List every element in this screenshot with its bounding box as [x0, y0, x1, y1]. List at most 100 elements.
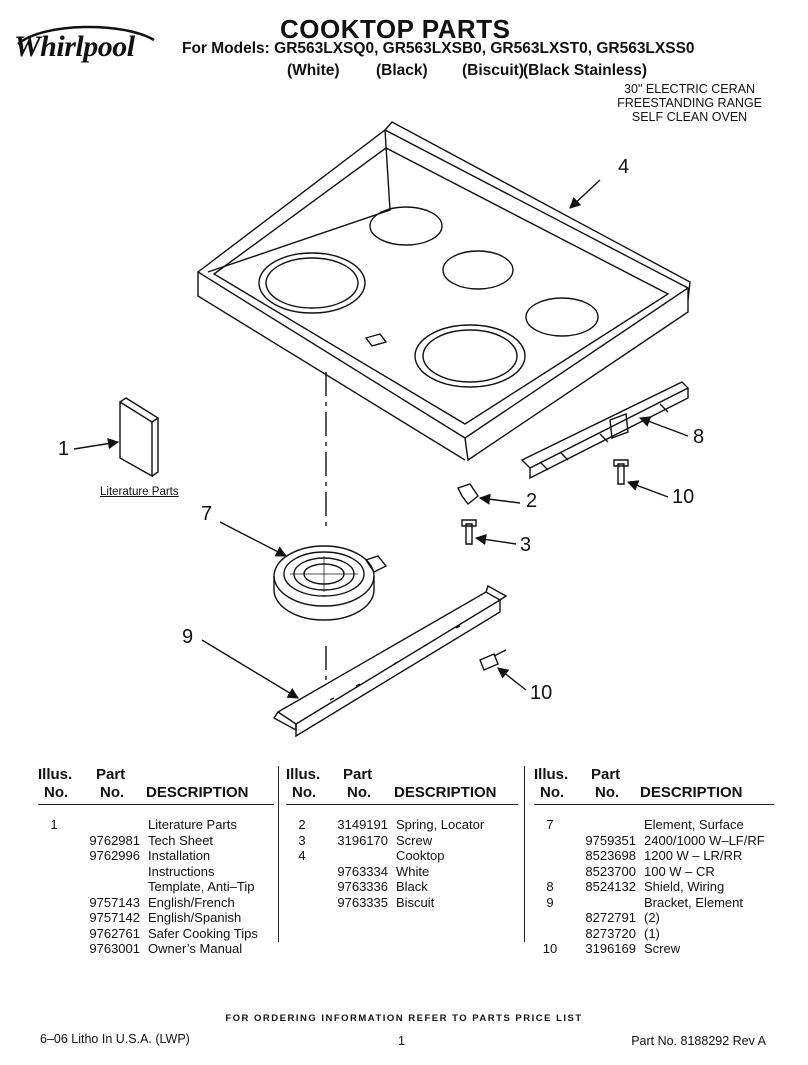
table-row: 4 Cooktop	[286, 848, 518, 864]
ordering-note: FOR ORDERING INFORMATION REFER TO PARTS …	[225, 1013, 583, 1024]
description: Element, Surface	[644, 817, 744, 832]
screw-part	[613, 459, 629, 485]
table-header: Illus. No. Part No. DESCRIPTION	[286, 766, 518, 805]
whirlpool-logo-swoosh	[17, 25, 155, 45]
document-part-number: Part No. 8188292 Rev A	[631, 1034, 766, 1048]
table-row: 9763335 Biscuit	[286, 895, 518, 911]
screw-part	[479, 649, 507, 671]
description: 1200 W – LR/RR	[644, 848, 743, 863]
callout-3: 3	[520, 534, 532, 556]
literature-label: Literature Parts	[100, 486, 179, 498]
callout-10: 10	[672, 486, 695, 508]
description: (2)	[644, 910, 660, 925]
table-row: 9762761 Safer Cooking Tips	[38, 926, 274, 942]
description: Black	[396, 879, 428, 894]
callout-10: 10	[530, 682, 553, 704]
description: Spring, Locator	[396, 817, 485, 832]
illus-no: 10	[542, 941, 558, 956]
table-row: 8523698 1200 W – LR/RR	[534, 848, 774, 864]
table-row: 8273720(1)	[534, 926, 774, 942]
description: Literature Parts	[148, 817, 237, 832]
illus-no: 4	[298, 848, 306, 863]
description: English/French	[148, 894, 235, 910]
callout-8: 8	[693, 426, 705, 448]
description: Bracket, Element	[644, 894, 743, 910]
description: Safer Cooking Tips	[148, 925, 258, 941]
finish-biscuit: (Biscuit)	[462, 62, 524, 79]
description: Instructions	[148, 863, 215, 879]
part-no: 8523698	[585, 848, 636, 863]
parts-table-column-3: Illus. No. Part No. DESCRIPTION 7 Element…	[534, 766, 774, 957]
litho-info: 6–06 Litho In U.S.A. (LWP)	[40, 1032, 190, 1046]
illus-no: 9	[546, 894, 554, 910]
description: Cooktop	[396, 848, 445, 863]
callout-7: 7	[201, 503, 213, 525]
description: Owner’s Manual	[148, 941, 243, 956]
literature-booklet	[119, 397, 160, 478]
wiring-shield-part	[520, 381, 690, 480]
part-no: 9763336	[337, 879, 388, 894]
description: Screw	[644, 941, 681, 956]
exploded-parts-diagram	[73, 121, 691, 738]
description: 100 W – CR	[644, 863, 715, 879]
part-no: 8272791	[585, 910, 636, 925]
table-row: 9763001 Owner’s Manual	[38, 941, 274, 957]
table-row: 9762996 Installation	[38, 848, 274, 864]
description: 2400/1000 W–LF/RF	[644, 832, 765, 848]
part-no: 9757143	[89, 894, 140, 910]
model-list: For Models: GR563LXSQ0, GR563LXSB0, GR56…	[182, 40, 695, 57]
description: White	[396, 863, 430, 879]
surface-element-part	[273, 545, 388, 621]
part-no: 9763001	[89, 941, 140, 956]
part-no: 9759351	[585, 832, 636, 848]
page-title: COOKTOP PARTS	[280, 14, 511, 44]
finish-black-stainless: (Black Stainless)	[523, 62, 648, 79]
spring-locator-part	[457, 483, 479, 505]
table-row: 10 3196169 Screw	[534, 941, 774, 957]
illus-no: 7	[546, 817, 554, 832]
table-row: 9757142 English/Spanish	[38, 910, 274, 926]
part-no: 3196169	[585, 941, 636, 956]
product-subtitle: 30" ELECTRIC CERAN FREESTANDING RANGE SE…	[617, 82, 762, 124]
illus-no: 2	[298, 817, 306, 832]
description: Screw	[396, 832, 433, 848]
brand-logo: Whirlpool	[14, 30, 135, 63]
element-bracket-part	[272, 584, 508, 738]
illus-no: 3	[298, 832, 306, 848]
finish-black: (Black)	[376, 62, 428, 79]
column-divider	[278, 766, 279, 942]
table-row: Template, Anti–Tip	[38, 879, 274, 895]
finish-white: (White)	[287, 62, 340, 79]
description: Installation	[148, 848, 211, 863]
part-no: 8524132	[585, 879, 636, 894]
part-no: 9757142	[89, 910, 140, 925]
part-no: 8273720	[585, 925, 636, 941]
table-header: Illus. No. Part No. DESCRIPTION	[534, 766, 774, 805]
part-no: 9762981	[89, 832, 140, 848]
part-no: 9762761	[89, 925, 140, 941]
table-row: 1 Literature Parts	[38, 817, 274, 833]
description: Biscuit	[396, 894, 435, 910]
callout-2: 2	[526, 490, 538, 512]
table-row: 9757143 English/French	[38, 895, 274, 911]
screw-part	[461, 519, 477, 545]
table-row: 8272791 (2)	[534, 910, 774, 926]
illus-no: 8	[546, 879, 554, 894]
table-row: 9759351 2400/1000 W–LF/RF	[534, 833, 774, 849]
page-number: 1	[398, 1034, 405, 1048]
part-no: 9763335	[337, 894, 388, 910]
illus-no: 1	[50, 817, 58, 832]
description: English/Spanish	[148, 910, 242, 925]
table-row: 9 Bracket, Element	[534, 895, 774, 911]
part-no: 9762996	[89, 848, 140, 863]
callout-4: 4	[618, 156, 630, 178]
cooktop-part	[196, 121, 691, 462]
